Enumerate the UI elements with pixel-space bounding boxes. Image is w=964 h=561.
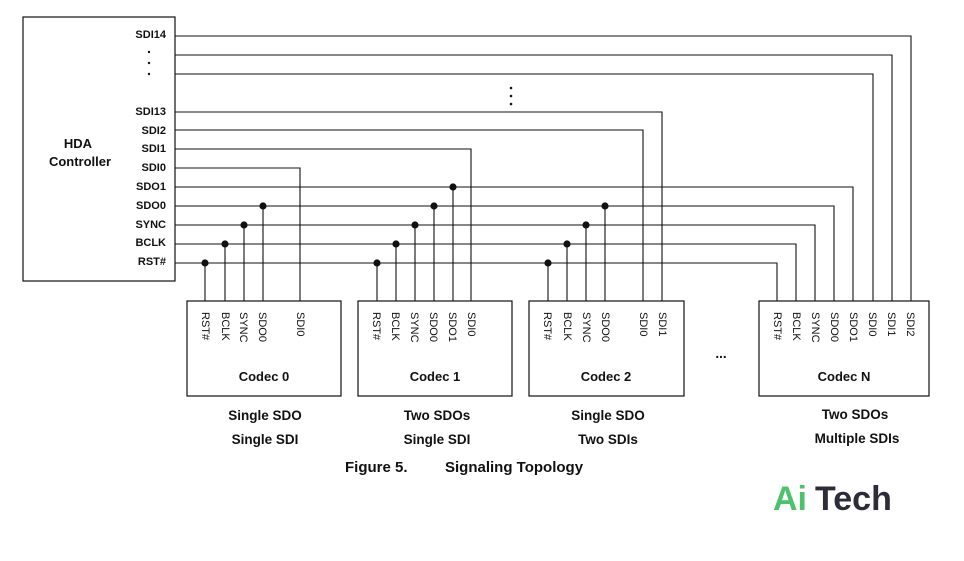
junction-c1-sdo0 xyxy=(430,202,438,210)
codec-n-pin-sdo0: SDO0 xyxy=(828,312,840,342)
junction-c0-sdo0 xyxy=(259,202,267,210)
codec-1-pin-bclk: BCLK xyxy=(389,312,401,341)
codec-2: RST# BCLK SYNC SDO0 SDI0 SDI1 Codec 2 Si… xyxy=(528,300,685,447)
wire-sdi-mid-to-codec-n xyxy=(175,73,874,301)
signal-label-sdo0: SDO0 xyxy=(136,200,166,212)
codec-0-caption-line2: Single SDI xyxy=(232,432,299,447)
codec-n-box xyxy=(758,300,930,397)
codec-n-pin-sdo1: SDO1 xyxy=(847,312,859,342)
signal-label-bclk: BCLK xyxy=(135,237,166,249)
codec-n-pin-sdi2: SDI2 xyxy=(904,312,916,336)
codec-2-caption-line2: Two SDIs xyxy=(578,432,638,447)
hda-controller-box xyxy=(22,16,176,282)
codec-n-caption-line2: Multiple SDIs xyxy=(815,431,900,446)
codec-ellipsis: ... xyxy=(715,346,726,361)
wire-layer xyxy=(175,35,912,301)
wire-sdi2-to-codec-2 xyxy=(175,129,644,301)
junction-c0-rst xyxy=(201,259,209,267)
figure-title: Signaling Topology xyxy=(445,459,584,476)
wire-sdi1-to-codec-1 xyxy=(175,148,472,301)
logo-part-tech: Tech xyxy=(815,480,892,518)
aitech-logo: Ai Tech xyxy=(773,480,892,518)
wire-sdi0-to-codec-0 xyxy=(175,167,301,301)
wire-rst-bus xyxy=(175,262,778,301)
codec-0-pin-rst: RST# xyxy=(199,312,211,341)
codec-1-pin-sync: SYNC xyxy=(408,312,420,343)
junction-layer xyxy=(201,183,609,267)
signal-label-sdi1: SDI1 xyxy=(142,143,166,155)
codec-n-pin-sdi1: SDI1 xyxy=(885,312,897,336)
controller-title-line2: Controller xyxy=(49,154,111,169)
codec-1-pin-sdo0: SDO0 xyxy=(427,312,439,342)
codec-n: RST# BCLK SYNC SDO0 SDO1 SDI0 SDI1 SDI2 … xyxy=(758,300,930,446)
junction-c1-rst xyxy=(373,259,381,267)
junction-c2-rst xyxy=(544,259,552,267)
codec-n-pin-sdi0: SDI0 xyxy=(866,312,878,336)
codec-0-box xyxy=(186,300,342,397)
codec-1-pin-sdi0: SDI0 xyxy=(465,312,477,336)
codec-2-pin-bclk: BCLK xyxy=(561,312,573,341)
signal-label-sdi0: SDI0 xyxy=(142,162,166,174)
codec-2-name: Codec 2 xyxy=(581,369,632,384)
codec-0-caption-line1: Single SDO xyxy=(228,408,302,423)
signal-label-rst: RST# xyxy=(138,256,166,268)
codec-2-pin-sync: SYNC xyxy=(580,312,592,343)
codec-2-caption-line1: Single SDO xyxy=(571,408,645,423)
junction-c0-bclk xyxy=(221,240,229,248)
junction-c2-bclk xyxy=(563,240,571,248)
codec-1-pin-rst: RST# xyxy=(370,312,382,341)
figure-number: Figure 5. xyxy=(345,459,408,476)
codec-2-pin-sdo0: SDO0 xyxy=(599,312,611,342)
codec-1-name: Codec 1 xyxy=(410,369,461,384)
codec-1-pin-sdo1: SDO1 xyxy=(446,312,458,342)
codec-n-pin-rst: RST# xyxy=(771,312,783,341)
wire-sdi14-to-codec-n xyxy=(175,35,912,301)
codec-0-pin-sdo0: SDO0 xyxy=(256,312,268,342)
controller-vertical-ellipsis xyxy=(147,50,151,76)
signal-label-sdi14: SDI14 xyxy=(135,29,166,41)
codec-1-caption-line1: Two SDOs xyxy=(404,408,471,423)
codec-0: RST# BCLK SYNC SDO0 SDI0 Codec 0 Single … xyxy=(186,300,342,447)
controller-signal-labels: SDI14 SDI13 SDI2 SDI1 SDI0 SDO1 SDO0 SYN… xyxy=(135,29,166,268)
codec-1-box xyxy=(357,300,513,397)
wire-sdi13-to-codec-2 xyxy=(175,111,663,301)
bus-vertical-ellipsis xyxy=(509,86,513,106)
codec-1-caption-line2: Single SDI xyxy=(404,432,471,447)
signal-label-sync: SYNC xyxy=(135,219,166,231)
wire-sdi-upper-to-codec-n xyxy=(175,54,893,301)
codec-0-pin-bclk: BCLK xyxy=(219,312,231,341)
hda-controller: HDA Controller xyxy=(22,16,176,282)
codec-2-pin-sdi1: SDI1 xyxy=(656,312,668,336)
codec-n-caption-line1: Two SDOs xyxy=(822,407,889,422)
codec-n-pin-bclk: BCLK xyxy=(790,312,802,341)
junction-c2-sdo0 xyxy=(601,202,609,210)
codec-2-pin-rst: RST# xyxy=(541,312,553,341)
wire-sync-bus xyxy=(175,224,816,301)
codec-2-box xyxy=(528,300,685,397)
codec-n-name: Codec N xyxy=(818,369,871,384)
codec-n-pin-sync: SYNC xyxy=(809,312,821,343)
logo-part-ai: Ai xyxy=(773,480,807,518)
junction-c1-sync xyxy=(411,221,419,229)
junction-c1-bclk xyxy=(392,240,400,248)
junction-c2-sync xyxy=(582,221,590,229)
codec-0-pin-sync: SYNC xyxy=(237,312,249,343)
wire-sdo0-bus xyxy=(175,205,835,301)
junction-c1-sdo1 xyxy=(449,183,457,191)
codec-0-name: Codec 0 xyxy=(239,369,290,384)
controller-title-line1: HDA xyxy=(64,136,93,151)
codec-0-pin-sdi0: SDI0 xyxy=(294,312,306,336)
wire-bclk-bus xyxy=(175,243,797,301)
wire-sdo1-bus xyxy=(175,186,854,301)
codec-2-pin-sdi0: SDI0 xyxy=(637,312,649,336)
signal-label-sdi2: SDI2 xyxy=(142,125,166,137)
junction-c0-sync xyxy=(240,221,248,229)
codec-1: RST# BCLK SYNC SDO0 SDO1 SDI0 Codec 1 Tw… xyxy=(357,300,513,447)
signal-label-sdi13: SDI13 xyxy=(135,106,166,118)
signal-label-sdo1: SDO1 xyxy=(136,181,166,193)
